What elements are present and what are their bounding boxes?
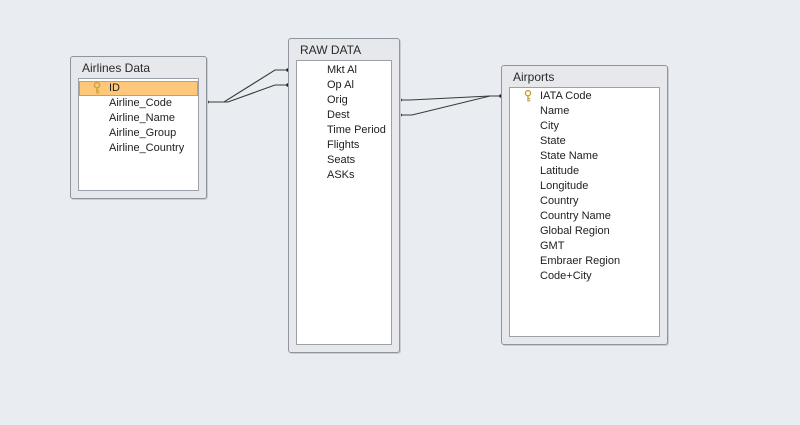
field-orig[interactable]: Orig [297, 93, 391, 108]
field-label: Airline_Country [109, 142, 185, 154]
field-label: Airline_Name [109, 112, 176, 124]
key-icon [524, 90, 532, 102]
field-dest[interactable]: Dest [297, 108, 391, 123]
field-flights[interactable]: Flights [297, 138, 391, 153]
airports-title[interactable]: Airports [513, 70, 555, 84]
field-label: Mkt Al [327, 64, 357, 76]
field-embraer-region[interactable]: Embraer Region [510, 254, 659, 269]
field-label: Country Name [540, 210, 611, 222]
field-airline-name[interactable]: Airline_Name [79, 111, 198, 126]
field-state[interactable]: State [510, 134, 659, 149]
relationship-line-op-al [207, 84, 288, 103]
field-label: Airline_Group [109, 127, 177, 139]
field-label: GMT [540, 240, 565, 252]
field-airline-group[interactable]: Airline_Group [79, 126, 198, 141]
field-label: Longitude [540, 180, 589, 192]
field-label: ASKs [327, 169, 355, 181]
field-state-name[interactable]: State Name [510, 149, 659, 164]
field-longitude[interactable]: Longitude [510, 179, 659, 194]
field-label: ID [109, 82, 120, 94]
field-label: Orig [327, 94, 348, 106]
field-asks[interactable]: ASKs [297, 168, 391, 183]
field-airline-country[interactable]: Airline_Country [79, 141, 198, 156]
raw-data-title[interactable]: RAW DATA [300, 43, 362, 57]
field-label: IATA Code [540, 90, 592, 102]
field-label: Dest [327, 109, 350, 121]
field-label: State [540, 135, 566, 147]
field-iata-code[interactable]: IATA Code [510, 89, 659, 104]
field-label: Country [540, 195, 579, 207]
field-gmt[interactable]: GMT [510, 239, 659, 254]
field-name[interactable]: Name [510, 104, 659, 119]
field-op-al[interactable]: Op Al [297, 78, 391, 93]
field-label: Seats [327, 154, 356, 166]
field-label: City [540, 120, 559, 132]
field-country-name[interactable]: Country Name [510, 209, 659, 224]
field-time-period[interactable]: Time Period [297, 123, 391, 138]
field-city[interactable]: City [510, 119, 659, 134]
field-airline-code[interactable]: Airline_Code [79, 96, 198, 111]
field-latitude[interactable]: Latitude [510, 164, 659, 179]
field-seats[interactable]: Seats [297, 153, 391, 168]
field-country[interactable]: Country [510, 194, 659, 209]
field-mkt-al[interactable]: Mkt Al [297, 63, 391, 78]
airlines-data-title[interactable]: Airlines Data [82, 61, 151, 75]
field-label: Name [540, 105, 570, 117]
field-label: Embraer Region [540, 255, 621, 267]
field-label: Code+City [540, 270, 592, 282]
field-label: Global Region [540, 225, 610, 237]
field-label: Flights [327, 139, 360, 151]
field-id[interactable]: ID [79, 81, 198, 96]
field-label: Airline_Code [109, 97, 172, 109]
relationship-line-mkt-al [207, 69, 288, 103]
field-label: Latitude [540, 165, 580, 177]
key-icon [93, 82, 101, 94]
field-label: State Name [540, 150, 599, 162]
field-label: Time Period [327, 124, 386, 136]
relationship-line-dest [400, 95, 501, 116]
field-code-city[interactable]: Code+City [510, 269, 659, 284]
field-label: Op Al [327, 79, 354, 91]
field-global-region[interactable]: Global Region [510, 224, 659, 239]
